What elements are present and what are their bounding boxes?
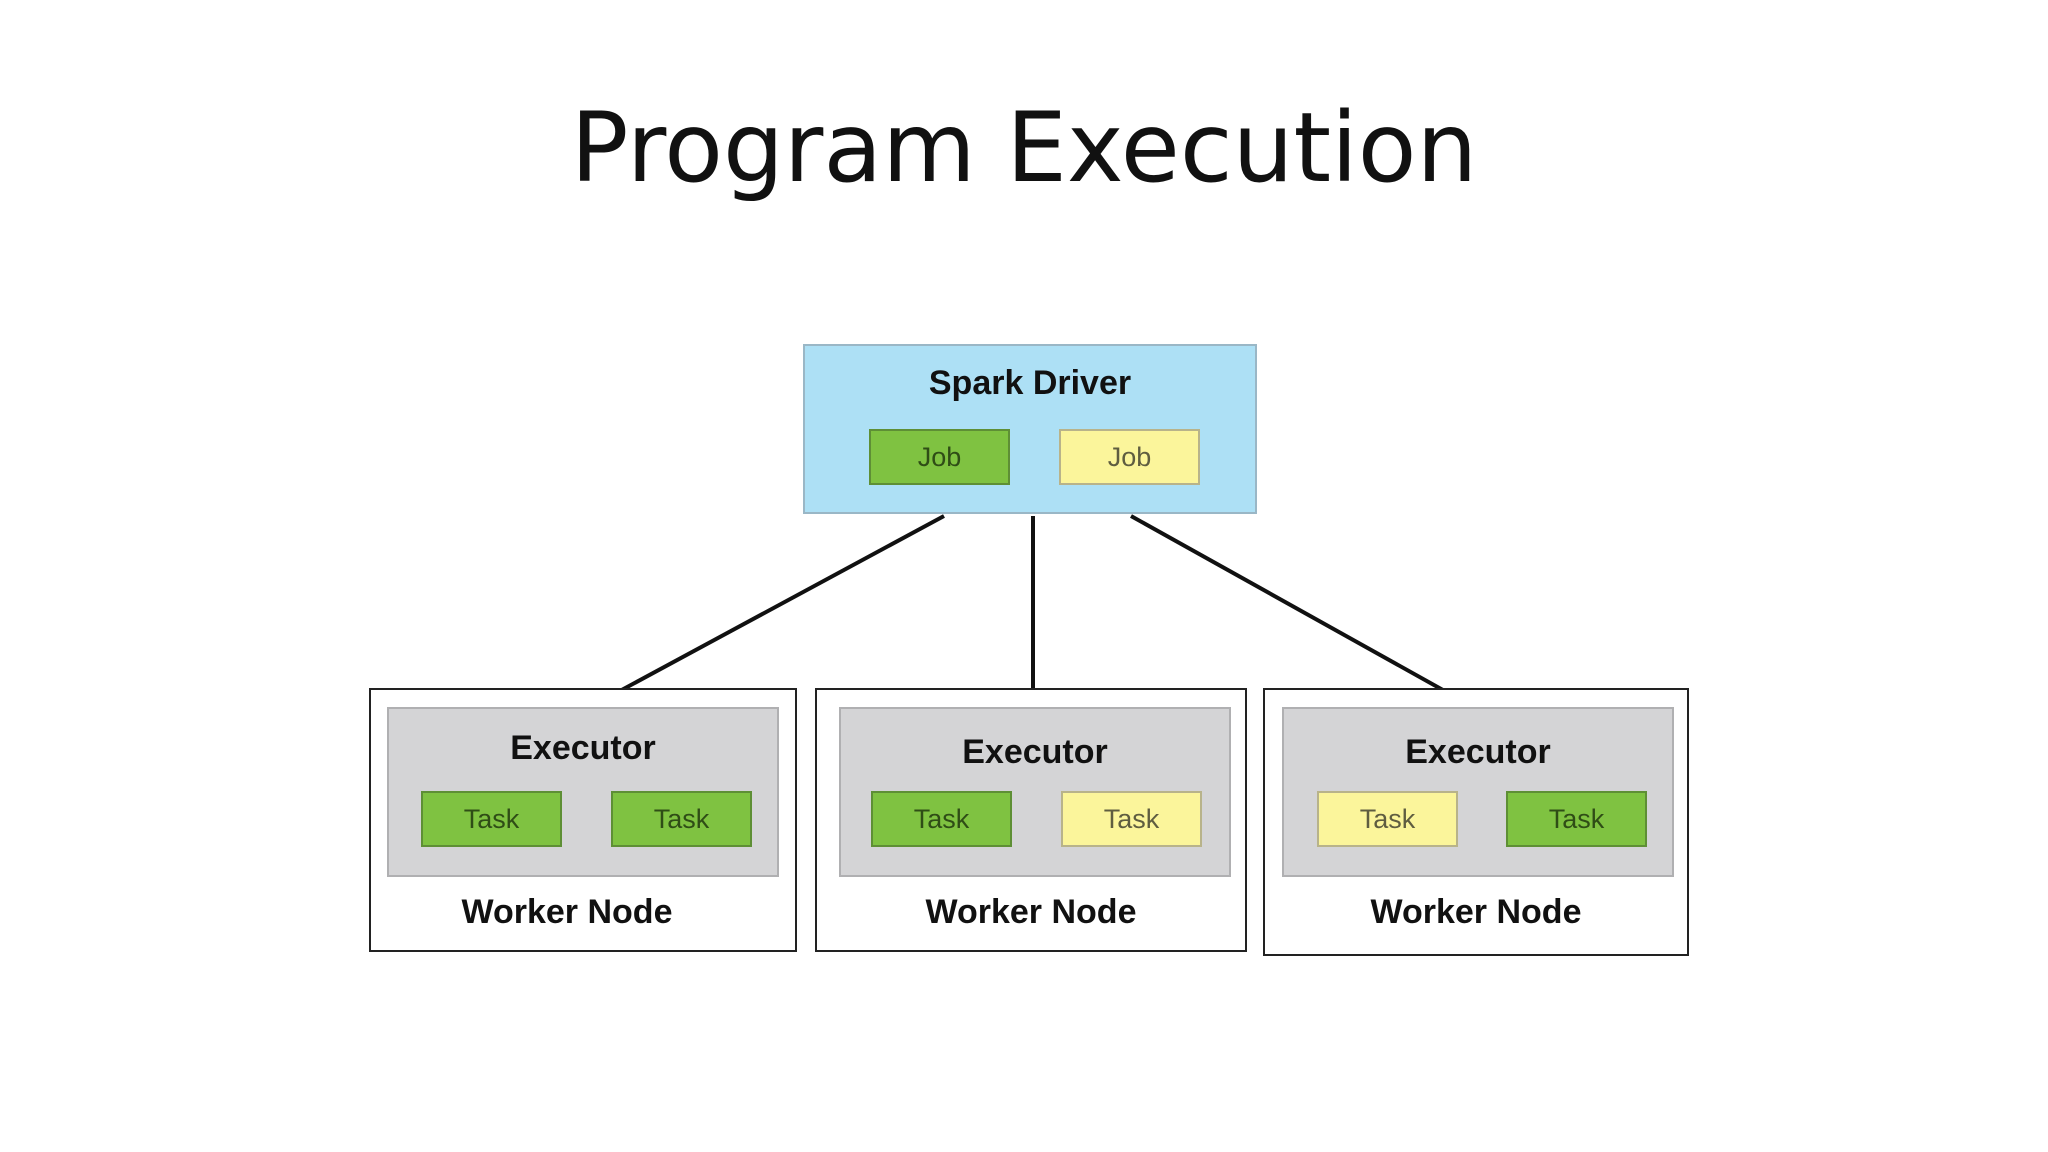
worker-node-label: Worker Node bbox=[925, 893, 1137, 931]
task-chip-yellow: Task bbox=[1061, 791, 1202, 847]
worker-node-1: Executor Task Task Worker Node bbox=[369, 688, 797, 952]
worker-node-label: Worker Node bbox=[1370, 893, 1582, 931]
spark-driver-box: Spark Driver Job Job bbox=[803, 344, 1257, 514]
spark-driver-label: Spark Driver bbox=[928, 364, 1132, 402]
worker-node-3: Executor Task Task Worker Node bbox=[1263, 688, 1689, 956]
job-chip-green: Job bbox=[869, 429, 1010, 485]
arrow-driver-to-worker-3 bbox=[1130, 514, 1469, 706]
executor-2: Executor Task Task bbox=[839, 707, 1231, 877]
task-chip-green: Task bbox=[1506, 791, 1647, 847]
executor-label: Executor bbox=[510, 729, 656, 767]
worker-node-2: Executor Task Task Worker Node bbox=[815, 688, 1247, 952]
executor-label: Executor bbox=[1405, 733, 1551, 771]
slide-title: Program Execution bbox=[570, 92, 1478, 204]
job-chip-yellow: Job bbox=[1059, 429, 1200, 485]
executor-label: Executor bbox=[962, 733, 1108, 771]
task-chip-green: Task bbox=[611, 791, 752, 847]
task-chip-green: Task bbox=[421, 791, 562, 847]
arrow-driver-to-worker-1 bbox=[591, 514, 945, 708]
task-chip-yellow: Task bbox=[1317, 791, 1458, 847]
executor-3: Executor Task Task bbox=[1282, 707, 1674, 877]
task-chip-green: Task bbox=[871, 791, 1012, 847]
worker-node-label: Worker Node bbox=[461, 893, 673, 931]
executor-1: Executor Task Task bbox=[387, 707, 779, 877]
